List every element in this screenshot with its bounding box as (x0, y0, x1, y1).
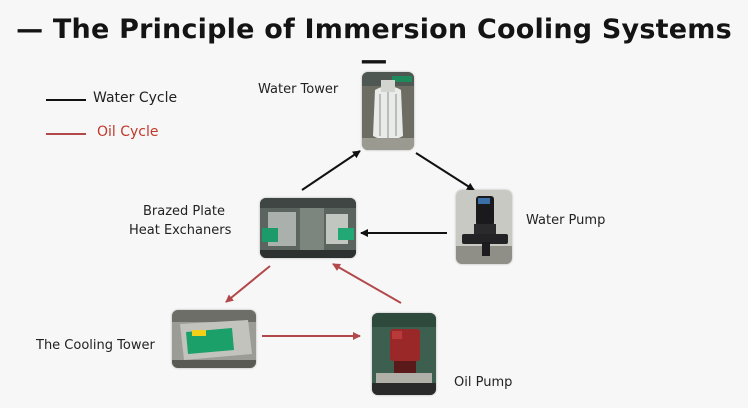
water-tower-label: Water Tower (258, 82, 339, 97)
arrow-oil-pump-to-exchanger (332, 263, 402, 304)
water-tower-photo (362, 72, 414, 150)
diagram-title: — The Principle of Immersion Cooling Sys… (16, 14, 732, 76)
legend-water-label: Water Cycle (93, 90, 178, 106)
legend-oil-label: Oil Cycle (97, 124, 159, 140)
water-pump-photo (456, 190, 512, 264)
oil-pump-label: Oil Pump (454, 375, 513, 390)
arrow-water-tower-to-water-pump (415, 152, 475, 191)
heat-exchanger-label-1: Brazed Plate (143, 204, 225, 219)
heat-exchanger-label-2: Heat Exchaners (129, 223, 232, 238)
oil-pump-photo (372, 313, 436, 395)
water-pump-label: Water Pump (526, 213, 606, 228)
legend-water-line (46, 99, 86, 101)
cooling-tower-photo (172, 310, 256, 368)
arrow-exchanger-to-cooling-tower (225, 265, 271, 303)
legend-oil-line (46, 133, 86, 135)
arrow-exchanger-to-water-tower (301, 150, 361, 191)
heat-exchanger-photo (260, 198, 356, 258)
cooling-tower-label: The Cooling Tower (36, 338, 155, 353)
